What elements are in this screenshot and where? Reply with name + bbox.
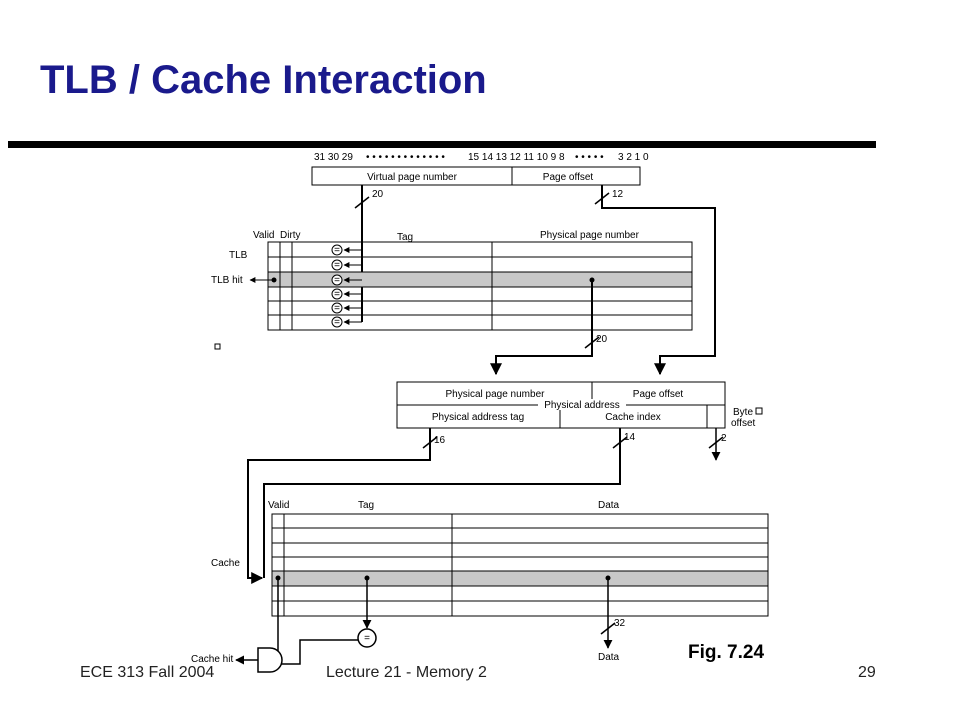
slide-title: TLB / Cache Interaction bbox=[40, 58, 487, 102]
footer-lecture: Lecture 21 - Memory 2 bbox=[326, 664, 487, 681]
page-offset-field: Page offset bbox=[543, 172, 594, 183]
cache-label: Cache bbox=[211, 558, 240, 569]
tlb-label: TLB bbox=[229, 250, 248, 261]
tag-bus bbox=[247, 428, 438, 584]
ppn-width-label: 20 bbox=[596, 334, 608, 345]
svg-text:=: = bbox=[334, 275, 340, 286]
marker-square bbox=[214, 343, 221, 350]
cache-hit-label: Cache hit bbox=[191, 654, 233, 665]
bit-labels-left: 31 30 29 bbox=[314, 152, 353, 163]
page-offset-width-label: 12 bbox=[612, 189, 624, 200]
tlb-col-tag: Tag bbox=[397, 232, 413, 243]
tlb-comparator: = bbox=[331, 259, 343, 271]
tlb-comparators: = = = = = = bbox=[331, 244, 343, 328]
data-output-label: Data bbox=[598, 652, 620, 663]
tlb-comparator: = bbox=[331, 316, 343, 328]
cache-frame bbox=[271, 513, 769, 617]
physical-address-tag-field: Physical address tag bbox=[432, 412, 524, 423]
tlb-comparator: = bbox=[331, 244, 343, 256]
physical-page-offset-field: Page offset bbox=[633, 389, 684, 400]
data-route bbox=[600, 578, 616, 649]
physical-page-number-field: Physical page number bbox=[446, 389, 546, 400]
index-width-label: 14 bbox=[624, 432, 636, 443]
tlb-col-valid: Valid bbox=[253, 230, 275, 241]
physical-address: Physical page number Page offset Physica… bbox=[396, 381, 763, 429]
tlb-hit-row-highlight bbox=[268, 272, 692, 287]
cache-comparator: = bbox=[357, 628, 377, 648]
svg-text:=: = bbox=[364, 633, 370, 644]
title-divider bbox=[8, 141, 876, 148]
page-number: 29 bbox=[858, 664, 876, 681]
vpn-width-label: 20 bbox=[372, 189, 384, 200]
cache-grid bbox=[272, 514, 768, 616]
tlb-hit-label: TLB hit bbox=[211, 275, 243, 286]
tlb-comparator: = bbox=[331, 288, 343, 300]
tlb-comparator: = bbox=[331, 274, 343, 286]
tlb-col-physical-page-number: Physical page number bbox=[540, 230, 640, 241]
virtual-address: 31 30 29 • • • • • • • • • • • • • 15 14… bbox=[311, 152, 649, 186]
tlb-comparator: = bbox=[331, 302, 343, 314]
tlb-frame bbox=[267, 241, 693, 331]
valid-dot bbox=[275, 575, 281, 581]
tlb-hit-dot bbox=[271, 277, 277, 283]
page-offset-route bbox=[594, 185, 716, 376]
bit-labels-right: 3 2 1 0 bbox=[618, 152, 649, 163]
data-dot bbox=[605, 575, 611, 581]
cache-col-tag: Tag bbox=[358, 500, 374, 511]
cache-index-field: Cache index bbox=[605, 412, 661, 423]
cache-table: Valid Tag Data Cache bbox=[211, 500, 769, 617]
byte-offset-field: Byte bbox=[733, 407, 753, 418]
cache-tag-dot bbox=[364, 575, 370, 581]
virtual-page-number-field: Virtual page number bbox=[367, 172, 458, 183]
tlb-table: Valid Dirty Tag Physical page number TLB… bbox=[211, 230, 693, 331]
byte-offset-width-label: 2 bbox=[721, 433, 727, 444]
tlb-comparator-feeds bbox=[343, 247, 362, 325]
data-width-label: 32 bbox=[614, 618, 626, 629]
footer-course: ECE 313 Fall 2004 bbox=[80, 664, 215, 681]
ppn-dot bbox=[589, 277, 595, 283]
tlb-col-dirty: Dirty bbox=[280, 230, 301, 241]
svg-text:=: = bbox=[334, 245, 340, 256]
svg-text:=: = bbox=[334, 317, 340, 328]
virtual-address-box bbox=[311, 166, 641, 186]
cache-col-valid: Valid bbox=[268, 500, 290, 511]
bit-dots-right: • • • • • bbox=[575, 152, 604, 163]
figure-label: Fig. 7.24 bbox=[688, 642, 765, 663]
cache-col-data: Data bbox=[598, 500, 620, 511]
cache-hit-and-gate bbox=[257, 647, 283, 673]
byte-offset-field-line2: offset bbox=[731, 418, 755, 429]
svg-text:=: = bbox=[334, 303, 340, 314]
byte-offset-bus bbox=[708, 428, 724, 461]
index-bus bbox=[263, 428, 628, 578]
svg-text:=: = bbox=[334, 260, 340, 271]
bit-dots-left: • • • • • • • • • • • • • bbox=[366, 152, 445, 163]
ppn-route bbox=[490, 280, 600, 376]
cache-hit-row-highlight bbox=[272, 571, 768, 586]
bit-labels-mid: 15 14 13 12 11 10 9 8 bbox=[468, 152, 565, 163]
tlb-grid bbox=[268, 242, 692, 330]
svg-text:=: = bbox=[334, 289, 340, 300]
vpn-bus bbox=[354, 185, 370, 322]
tag-width-label: 16 bbox=[434, 435, 446, 446]
physical-address-label: Physical address bbox=[544, 400, 620, 411]
